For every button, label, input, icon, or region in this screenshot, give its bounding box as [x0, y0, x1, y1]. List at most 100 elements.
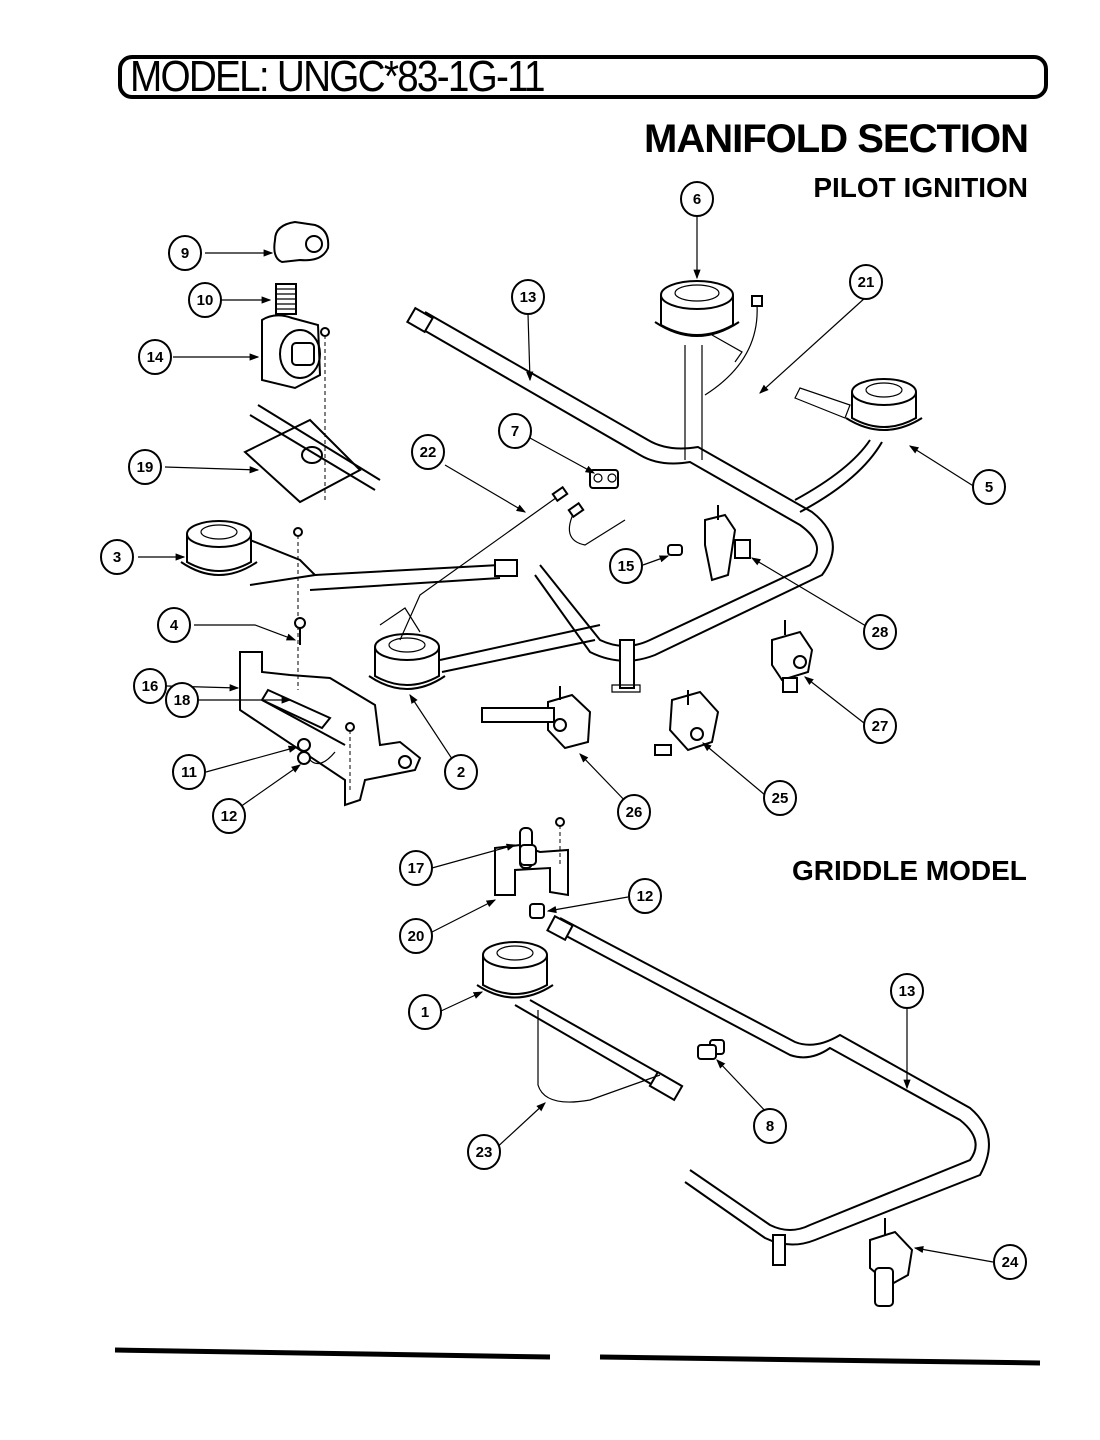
callout-number: 11	[181, 764, 197, 781]
callout-number: 9	[181, 245, 189, 262]
callout-circle	[408, 994, 442, 1030]
callout-number: 2	[457, 764, 465, 781]
callout-circle	[399, 918, 433, 954]
callout-13: 13	[511, 279, 545, 315]
model-title: MODEL: UNGC*83-1G-11	[130, 52, 546, 101]
burner-valve-24	[869, 1218, 914, 1307]
pilot-tubes	[399, 295, 763, 641]
manifold-pipe-upper	[405, 306, 834, 693]
callout-number: 12	[221, 808, 238, 825]
callout-circle	[157, 607, 191, 643]
thermostat-valve-28	[667, 505, 751, 582]
callout-17: 17	[399, 850, 433, 886]
callout-circle	[168, 235, 202, 271]
callout-26: 26	[617, 794, 651, 830]
callout-28: 28	[863, 614, 897, 650]
callout-circle	[188, 282, 222, 318]
callout-number: 13	[520, 289, 537, 306]
orifice-8	[697, 1044, 717, 1060]
callout-number: 23	[476, 1144, 493, 1161]
callout-number: 5	[985, 479, 993, 496]
callout-number: 13	[899, 983, 916, 1000]
section-subtitle: PILOT IGNITION	[813, 172, 1028, 203]
callout-6: 6	[680, 181, 714, 217]
nut-12-griddle	[529, 903, 545, 919]
callout-circle	[511, 279, 545, 315]
griddle-fitting-17	[519, 844, 537, 866]
callout-5: 5	[972, 469, 1006, 505]
callout-number: 16	[142, 678, 159, 695]
callout-8: 8	[753, 1108, 787, 1144]
callout-7: 7	[498, 413, 532, 449]
callout-number: 12	[637, 888, 654, 905]
callout-number: 6	[693, 191, 701, 208]
callout-2: 2	[444, 754, 478, 790]
burner-valve-25	[654, 690, 720, 756]
callout-circle	[498, 413, 532, 449]
callout-number: 1	[421, 1004, 429, 1021]
callout-number: 21	[858, 274, 875, 291]
callout-circle	[993, 1244, 1027, 1280]
callout-circle	[609, 548, 643, 584]
callout-circle	[444, 754, 478, 790]
callout-bubbles: 1234567891011121213131415161718192021222…	[100, 181, 1027, 1280]
callout-number: 3	[113, 549, 121, 566]
callout-circle	[753, 1108, 787, 1144]
callout-1: 1	[408, 994, 442, 1030]
burner-valve-26	[481, 686, 592, 750]
footer-rule-right	[599, 1354, 1041, 1366]
callout-circle	[680, 181, 714, 217]
callout-number: 19	[137, 459, 154, 476]
callout-3: 3	[100, 539, 134, 575]
callout-9: 9	[168, 235, 202, 271]
burner-6	[654, 280, 743, 460]
callout-number: 4	[170, 617, 179, 634]
callout-19: 19	[128, 449, 162, 485]
callout-circle	[411, 434, 445, 470]
section-title: MANIFOLD SECTION	[644, 117, 1029, 161]
callout-number: 8	[766, 1118, 774, 1135]
bracket-19	[243, 327, 381, 504]
callout-number: 27	[872, 718, 889, 735]
callout-11: 11	[172, 754, 206, 790]
callout-circle	[467, 1134, 501, 1170]
manifold-pipe-griddle	[546, 914, 990, 1266]
callout-circle	[128, 449, 162, 485]
callout-circle	[890, 973, 924, 1009]
callout-number: 22	[420, 444, 437, 461]
callout-number: 14	[147, 349, 164, 366]
orifice-7	[589, 469, 619, 489]
callout-12: 12	[628, 878, 662, 914]
callout-13: 13	[890, 973, 924, 1009]
callout-16: 16	[133, 668, 167, 704]
callout-number: 7	[511, 423, 519, 440]
callout-12: 12	[212, 798, 246, 834]
callout-number: 18	[174, 692, 191, 709]
callout-circle	[849, 264, 883, 300]
callout-number: 17	[408, 860, 425, 877]
callout-4: 4	[157, 607, 191, 643]
callout-15: 15	[609, 548, 643, 584]
callout-23: 23	[467, 1134, 501, 1170]
griddle-model-heading: GRIDDLE MODEL	[792, 855, 1027, 886]
callout-27: 27	[863, 708, 897, 744]
callout-18: 18	[165, 682, 199, 718]
footer-rule-left	[114, 1347, 551, 1360]
callout-24: 24	[993, 1244, 1027, 1280]
burner-5	[794, 378, 923, 513]
callout-number: 15	[618, 558, 635, 575]
bracket-16	[239, 527, 422, 807]
nipple-10	[275, 283, 297, 315]
callout-circle	[138, 339, 172, 375]
callout-10: 10	[188, 282, 222, 318]
model-title-frame	[118, 55, 1048, 99]
callout-number: 28	[872, 624, 889, 641]
callout-circle	[172, 754, 206, 790]
callout-circle	[617, 794, 651, 830]
callout-circle	[628, 878, 662, 914]
callout-circle	[863, 614, 897, 650]
callout-number: 25	[772, 790, 789, 807]
callout-14: 14	[138, 339, 172, 375]
callout-circle	[100, 539, 134, 575]
